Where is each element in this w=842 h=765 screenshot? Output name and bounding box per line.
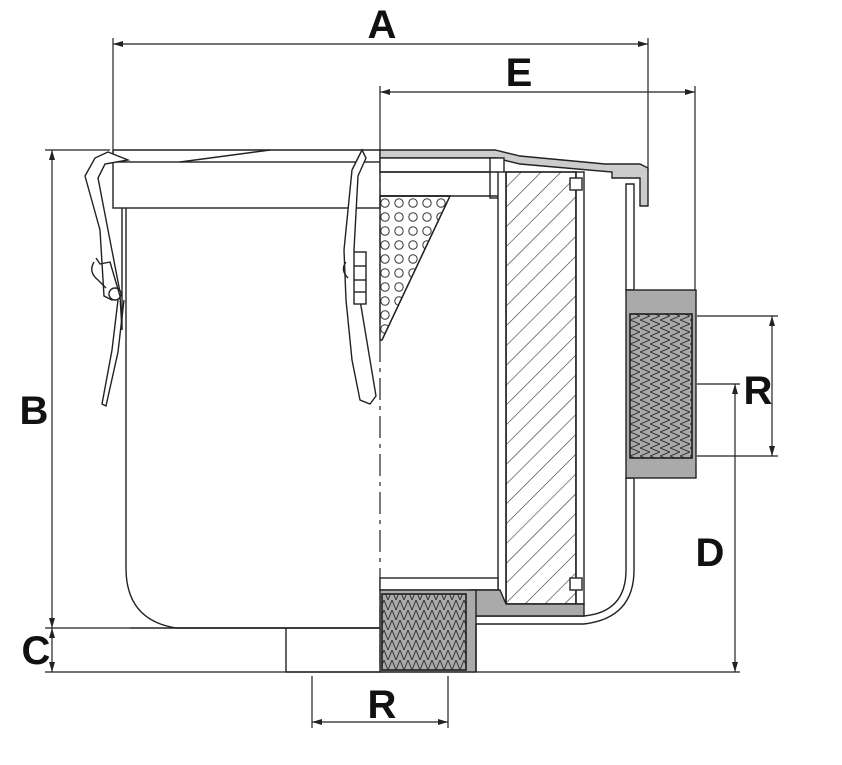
clamp-right (342, 148, 377, 405)
dimension-label-d: D (696, 531, 725, 575)
dimension-label-e: E (506, 51, 533, 95)
dimension-label-a: A (368, 3, 397, 47)
dimension-label-c: C (22, 629, 51, 673)
dimension-label-r-bottom: R (368, 683, 397, 727)
housing-exterior (112, 149, 381, 673)
clamp-left (84, 151, 131, 408)
housing-section (379, 149, 697, 673)
dimension-arrows (49, 41, 775, 725)
dimension-lines (45, 38, 778, 728)
dimension-label-b: B (20, 389, 49, 433)
dimension-label-r-side: R (744, 369, 773, 413)
